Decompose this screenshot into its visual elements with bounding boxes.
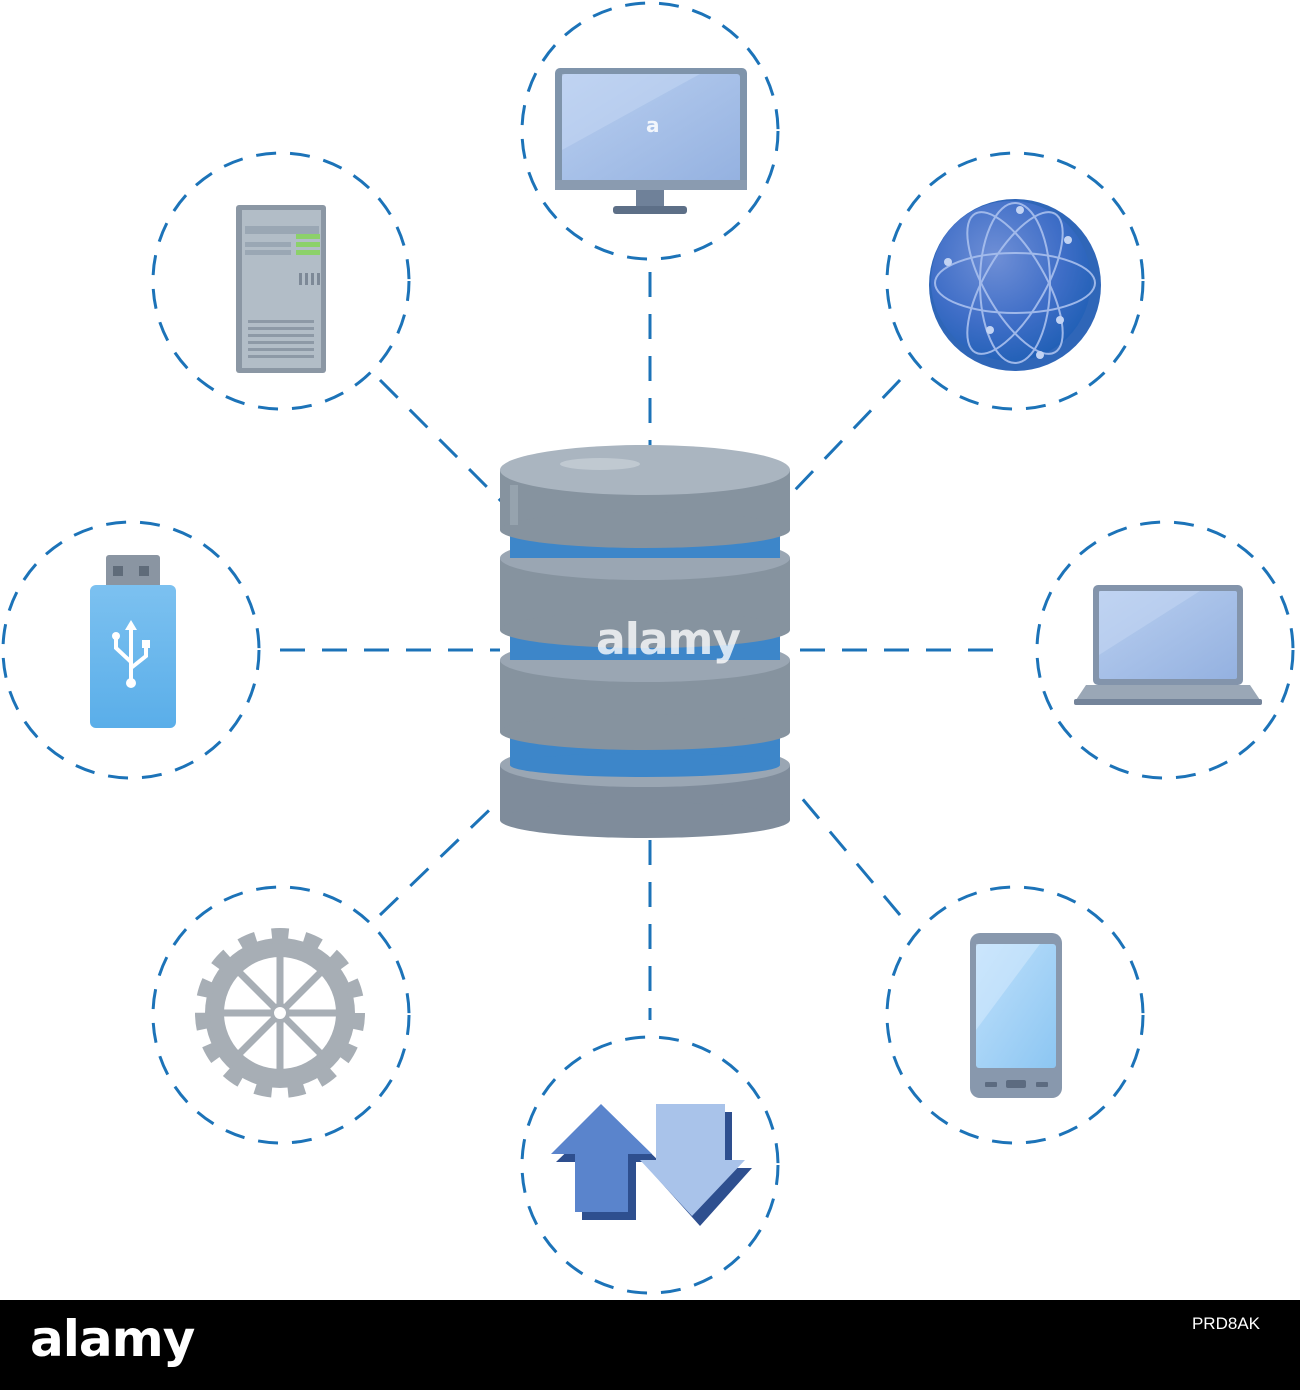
ring-phone — [885, 885, 1145, 1145]
ring-server — [151, 151, 411, 411]
gear-icon — [195, 928, 365, 1098]
ring-monitor — [520, 1, 780, 261]
usb-drive-icon — [90, 555, 176, 728]
brand-logo: alamy — [30, 1310, 195, 1368]
ring-globe — [885, 151, 1145, 411]
connector-lines — [280, 272, 1000, 1020]
ring-sync — [520, 1035, 780, 1295]
connector-bottom-left — [378, 793, 507, 917]
footer-bar: alamy PRD8AK — [0, 1300, 1300, 1390]
image-id: PRD8AK — [1191, 1314, 1260, 1333]
globe-network-icon — [929, 199, 1101, 371]
watermark-letter: a — [646, 113, 660, 137]
database-icon — [500, 445, 790, 838]
smartphone-icon — [970, 933, 1062, 1098]
monitor-icon — [555, 68, 747, 214]
node-rings — [1, 1, 1295, 1295]
connector-top-left — [378, 378, 507, 507]
network-diagram — [1, 1, 1295, 1295]
ring-gear — [151, 885, 411, 1145]
connector-bottom-right — [793, 789, 902, 916]
connector-top-right — [793, 378, 902, 492]
ring-laptop — [1035, 520, 1295, 780]
ring-usb — [1, 520, 261, 780]
server-tower-icon — [236, 205, 326, 373]
laptop-icon — [1074, 585, 1262, 705]
watermark: alamy — [596, 614, 741, 665]
sync-arrows-icon — [551, 1104, 752, 1226]
